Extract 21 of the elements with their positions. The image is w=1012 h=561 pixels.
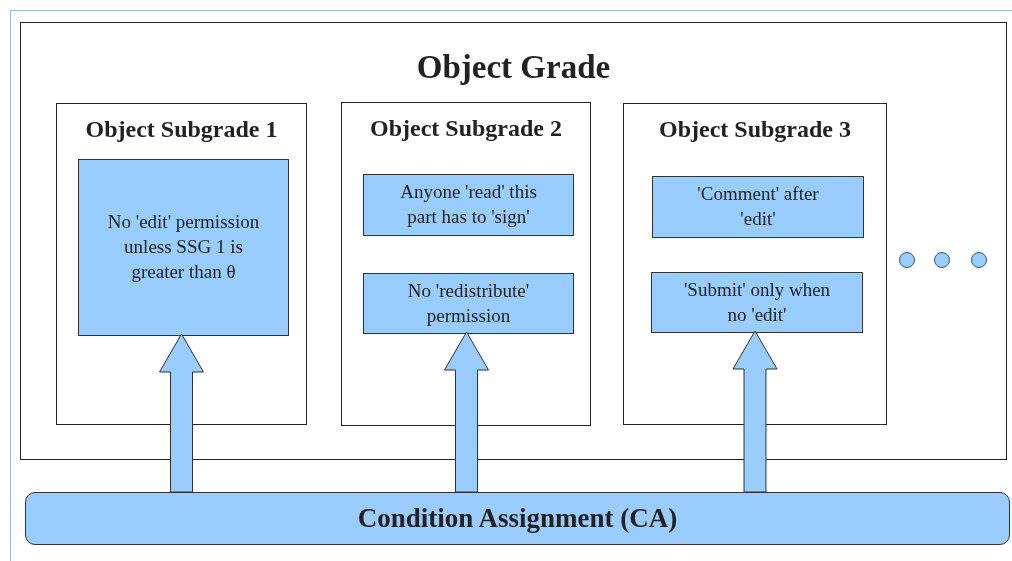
group-frame: [20, 22, 1007, 460]
rule-text: Anyone 'read' this part has to 'sign': [399, 180, 538, 229]
group-title: Object Grade: [415, 49, 612, 86]
subgroup-title: Object Subgrade 1: [84, 116, 279, 143]
ellipsis-dot: [934, 252, 950, 268]
subgroup-title: Object Subgrade 2: [369, 115, 563, 142]
rule-text: 'Submit' only when no 'edit': [682, 277, 832, 327]
rule-text: No 'redistribute' permission: [406, 278, 531, 328]
block-arrow: [159, 333, 204, 493]
rounded-bar: [25, 492, 1010, 545]
ellipsis-dot: [899, 252, 915, 268]
block-arrow: [444, 331, 489, 493]
subgroup-frame: [623, 103, 887, 425]
rule-text: 'Comment' after 'edit': [696, 182, 820, 231]
subgroup-frame: [56, 103, 307, 425]
subgroup-frame: [341, 102, 591, 426]
subgroup-title: Object Subgrade 3: [658, 116, 852, 143]
bar-label: Condition Assignment (CA): [357, 503, 678, 534]
block-arrow: [732, 330, 778, 493]
rule-text: No 'edit' permission unless SSG 1 is greater than θ: [106, 210, 261, 284]
ellipsis-dot: [971, 252, 987, 268]
